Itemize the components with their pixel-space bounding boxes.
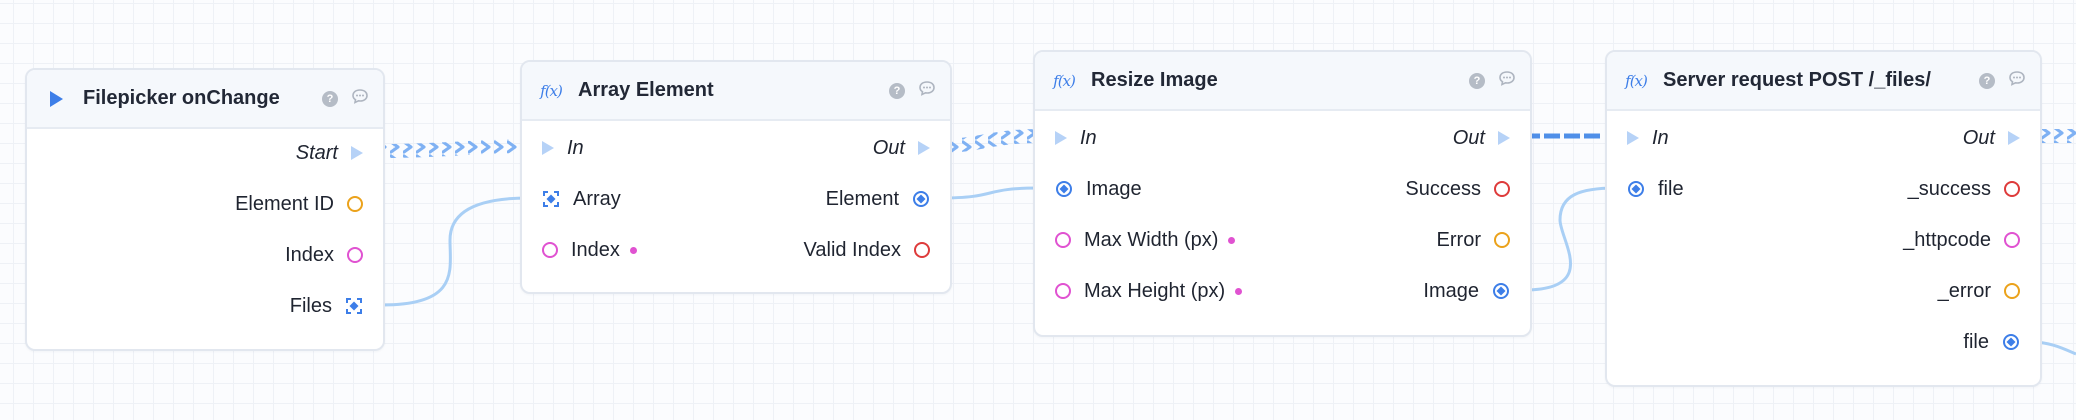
pin-label: Array: [573, 187, 621, 210]
node-header[interactable]: f(x) Resize Image ?: [1035, 52, 1530, 111]
array-pin-icon[interactable]: [542, 190, 560, 208]
pin-row-flow: In Out: [1607, 123, 2040, 153]
flow-out-pin[interactable]: [351, 146, 363, 160]
flow-wire-start-to-in: [383, 139, 529, 158]
flow-in-pin[interactable]: [542, 141, 554, 155]
output-pin[interactable]: [2004, 283, 2020, 299]
pin-row-flow: In Out: [1035, 123, 1530, 153]
pin-label: Image: [1423, 279, 1479, 302]
flow-wire-out-to-in-1: [939, 129, 1041, 153]
object-pin-icon[interactable]: [912, 190, 930, 208]
pin-row-file-out: file: [1607, 327, 2040, 357]
output-pin[interactable]: [1494, 232, 1510, 248]
comment-icon[interactable]: [1498, 70, 1516, 91]
output-pin[interactable]: [1494, 181, 1510, 197]
node-header[interactable]: Filepicker onChange ?: [27, 70, 383, 129]
object-pin-icon[interactable]: [2002, 333, 2020, 351]
pin-label: Index: [285, 243, 334, 266]
pin-label: Error: [1436, 228, 1481, 251]
flow-in-pin[interactable]: [1055, 131, 1067, 145]
data-wire-element-to-image: [939, 186, 1041, 200]
pin-label: Max Width (px): [1084, 228, 1219, 251]
help-icon[interactable]: ?: [1469, 72, 1485, 89]
pin-row-max-width: Max Width (px) Error: [1035, 225, 1530, 255]
pin-label: Index: [571, 238, 620, 261]
pin-row-max-height: Max Height (px) Image: [1035, 276, 1530, 306]
pin-label: Image: [1086, 177, 1142, 200]
help-icon[interactable]: ?: [1979, 72, 1995, 89]
pin-label: _error: [1937, 279, 1991, 302]
pin-label: In: [1080, 126, 1097, 149]
pin-label: Max Height (px): [1084, 279, 1226, 302]
pin-row-image: Image Success: [1035, 174, 1530, 204]
node-header[interactable]: f(x) Array Element ?: [522, 62, 950, 121]
node-title: Filepicker onChange: [83, 87, 280, 109]
pin-label: Out: [872, 136, 905, 159]
pin-row-index: Index: [27, 240, 383, 270]
node-server-request-post[interactable]: f(x) Server request POST /_files/ ? In O…: [1605, 50, 2042, 387]
comment-icon[interactable]: [351, 88, 369, 109]
comment-icon[interactable]: [918, 80, 936, 101]
help-icon[interactable]: ?: [322, 90, 338, 107]
input-pin[interactable]: [1055, 283, 1071, 299]
node-title: Resize Image: [1091, 69, 1218, 91]
array-pin-icon[interactable]: [345, 297, 363, 315]
pin-row-flow: In Out: [522, 133, 950, 163]
pin-label: Valid Index: [803, 238, 901, 261]
node-header[interactable]: f(x) Server request POST /_files/ ?: [1607, 52, 2040, 111]
node-array-element[interactable]: f(x) Array Element ? In Out Array Elemen…: [520, 60, 952, 294]
pin-label: In: [567, 136, 584, 159]
flow-in-pin[interactable]: [1627, 131, 1639, 145]
comment-icon[interactable]: [2008, 70, 2026, 91]
pin-row-httpcode: _httpcode: [1607, 225, 2040, 255]
pin-row-start: Start: [27, 138, 383, 168]
node-title: Array Element: [578, 79, 714, 101]
pin-row-file: file _success: [1607, 174, 2040, 204]
output-pin[interactable]: [347, 196, 363, 212]
pin-row-error: _error: [1607, 276, 2040, 306]
input-pin[interactable]: [1055, 232, 1071, 248]
pin-label: Element: [825, 187, 899, 210]
required-dot: [1235, 287, 1243, 295]
pin-label: Out: [1452, 126, 1485, 149]
node-filepicker-onchange[interactable]: Filepicker onChange ? Start Element ID I…: [25, 68, 385, 351]
object-pin-icon[interactable]: [1627, 180, 1645, 198]
play-icon: [45, 88, 67, 110]
pin-label: file: [1963, 330, 1989, 353]
output-pin[interactable]: [2004, 181, 2020, 197]
output-pin[interactable]: [914, 242, 930, 258]
output-pin[interactable]: [347, 247, 363, 263]
pin-label: In: [1652, 126, 1669, 149]
pin-label: Success: [1405, 177, 1481, 200]
object-pin-icon[interactable]: [1055, 180, 1073, 198]
help-icon[interactable]: ?: [889, 82, 905, 99]
pin-row-index: Index Valid Index: [522, 235, 950, 265]
object-pin-icon[interactable]: [1492, 282, 1510, 300]
required-dot: [1228, 236, 1236, 244]
flow-out-pin[interactable]: [1498, 131, 1510, 145]
pin-label: Out: [1962, 126, 1995, 149]
node-resize-image[interactable]: f(x) Resize Image ? In Out Image Success: [1033, 50, 1532, 337]
flow-out-pin[interactable]: [918, 141, 930, 155]
function-icon: f(x): [1625, 71, 1648, 90]
pin-label: _success: [1907, 177, 1991, 200]
node-title: Server request POST /_files/: [1663, 69, 1931, 91]
pin-row-files: Files: [27, 291, 383, 321]
function-icon: f(x): [1053, 71, 1076, 90]
pin-row-array: Array Element: [522, 184, 950, 214]
required-dot: [629, 246, 637, 254]
data-wire-image-to-file: [1523, 186, 1617, 292]
flow-out-pin[interactable]: [2008, 131, 2020, 145]
pin-label: Start: [295, 141, 338, 164]
pin-row-element-id: Element ID: [27, 189, 383, 219]
pin-label: Element ID: [235, 192, 334, 215]
pin-label: file: [1658, 177, 1684, 200]
data-wire-files-to-array: [381, 196, 529, 307]
output-pin[interactable]: [2004, 232, 2020, 248]
input-pin[interactable]: [542, 242, 558, 258]
function-icon: f(x): [540, 81, 563, 100]
pin-label: _httpcode: [1903, 228, 1991, 251]
pin-label: Files: [289, 294, 332, 317]
